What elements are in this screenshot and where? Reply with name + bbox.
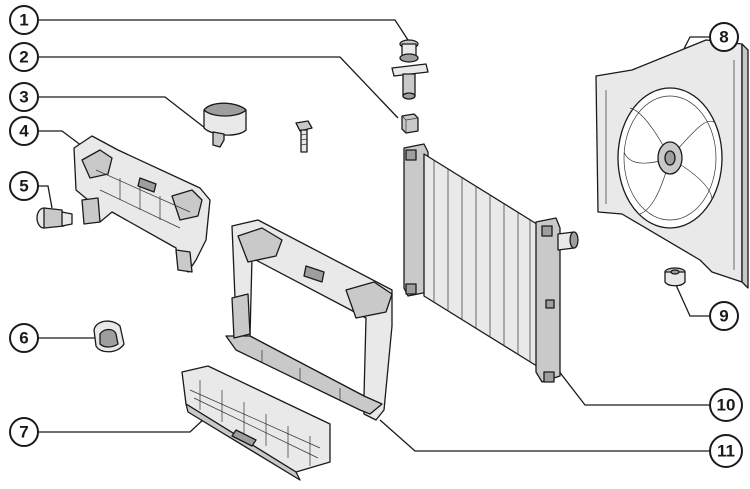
leader-lines: [39, 19, 709, 452]
svg-text:5: 5: [19, 177, 28, 196]
part-2-nut: [401, 113, 419, 134]
svg-text:3: 3: [19, 88, 28, 107]
part-10-radiator: [403, 143, 579, 383]
svg-text:8: 8: [719, 28, 728, 47]
part-11-support-frame: [225, 219, 393, 421]
leader-10: [557, 369, 709, 406]
svg-text:9: 9: [719, 307, 728, 326]
svg-text:1: 1: [19, 11, 28, 30]
part-1-connector: [391, 39, 429, 100]
callout-2: 2: [9, 42, 39, 72]
leader-1: [39, 19, 409, 41]
callout-4: 4: [9, 116, 39, 146]
leader-4: [39, 130, 83, 147]
leader-7: [39, 417, 206, 433]
callout-8: 8: [709, 22, 739, 52]
svg-text:10: 10: [717, 396, 736, 415]
part-5-push-pin: [36, 207, 73, 229]
leader-5: [39, 185, 53, 209]
callout-3: 3: [9, 82, 39, 112]
svg-text:11: 11: [717, 442, 735, 461]
svg-text:4: 4: [19, 122, 29, 141]
callout-11: 11: [709, 434, 743, 468]
svg-text:7: 7: [19, 423, 28, 442]
svg-text:6: 6: [19, 329, 28, 348]
part-bolt: [295, 120, 313, 153]
leader-11: [379, 419, 709, 452]
part-9-grommet: [664, 267, 686, 287]
leader-3: [39, 96, 206, 129]
part-8-fan-shroud: [595, 39, 749, 289]
callout-10: 10: [709, 388, 743, 422]
callout-1: 1: [9, 5, 39, 35]
callout-5: 5: [9, 171, 39, 201]
svg-text:2: 2: [19, 48, 28, 67]
callout-6: 6: [9, 323, 39, 353]
part-7-lower-air-guide: [181, 365, 331, 481]
leader-2: [39, 56, 399, 119]
part-6-clip: [93, 320, 125, 353]
leader-9: [675, 284, 709, 317]
part-4-upper-bracket: [73, 135, 211, 273]
callout-7: 7: [9, 417, 39, 447]
callouts: 1 2 3 4 5 6 7 8: [9, 5, 743, 468]
callout-9: 9: [709, 301, 739, 331]
part-3-mount: [203, 102, 247, 148]
